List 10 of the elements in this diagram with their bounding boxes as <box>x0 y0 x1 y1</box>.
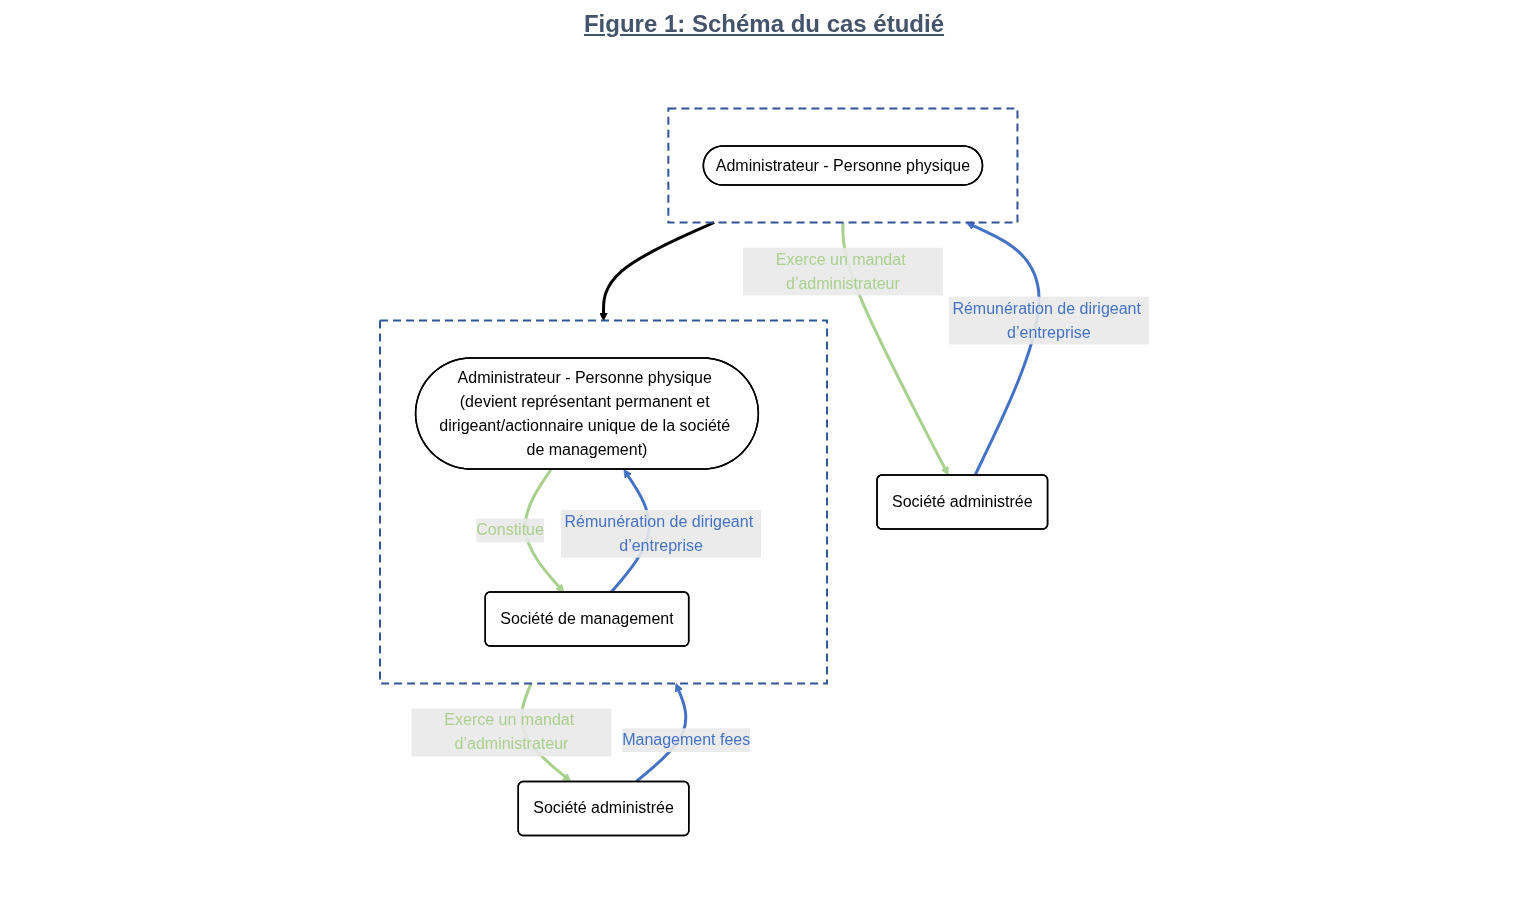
cluster <box>378 319 828 685</box>
edge-label: Management fees <box>621 731 750 749</box>
edge-label: Rémunération de dirigeant d’entreprise <box>564 512 753 554</box>
edge-label: Exerce un mandat d’administrateur <box>443 711 574 753</box>
arrow <box>598 221 715 321</box>
figure-title: Figure 1: Schéma du cas étudié <box>582 10 946 38</box>
edge-label: Exerce un mandat d’administrateur <box>775 250 906 292</box>
cluster <box>666 107 1018 224</box>
edge-label: Constitue <box>475 521 544 539</box>
edge-label: Rémunération de dirigeant d’entreprise <box>951 299 1141 341</box>
